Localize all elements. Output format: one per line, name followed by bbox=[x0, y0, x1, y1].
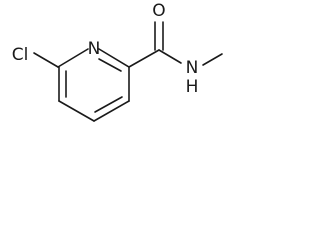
bond-n1-c2 bbox=[98, 48, 130, 68]
structural-formula: Cl N O N H bbox=[12, 1, 223, 122]
bond-c2-carbonyl bbox=[128, 49, 160, 68]
bond-c6-cl bbox=[33, 52, 59, 68]
bond-n1-c2-inner bbox=[98, 58, 122, 72]
bond-c3-c4-inner bbox=[94, 96, 123, 113]
atom-oxygen-label: O bbox=[152, 1, 165, 21]
bond-c6-n1 bbox=[57, 48, 89, 68]
bond-n-methyl bbox=[202, 53, 223, 66]
bond-carbonyl-n bbox=[158, 49, 182, 64]
bond-c3-c4 bbox=[93, 100, 130, 122]
atom-chlorine-label: Cl bbox=[12, 45, 29, 65]
atom-amide-nitrogen-label: N bbox=[186, 58, 199, 78]
bond-c4-c5 bbox=[58, 100, 95, 122]
atom-ring-nitrogen-label: N bbox=[88, 39, 101, 59]
atom-amide-hydrogen-label: H bbox=[186, 77, 199, 97]
